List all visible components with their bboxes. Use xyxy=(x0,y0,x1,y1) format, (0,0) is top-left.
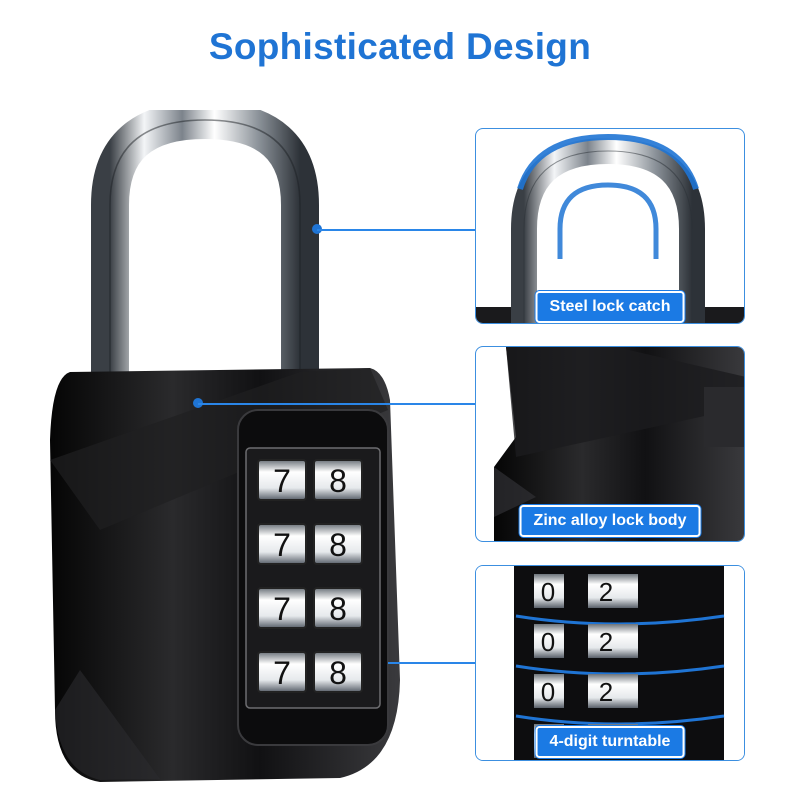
dial-wheel xyxy=(313,651,363,693)
dial-wheel xyxy=(313,459,363,501)
dial-wheel xyxy=(534,674,564,708)
callout-line-dial xyxy=(388,662,475,664)
lock-body-closeup-icon xyxy=(494,347,744,541)
dial-wheel xyxy=(588,674,638,708)
feature-label: Steel lock catch xyxy=(535,291,685,323)
dial-digit: 7 xyxy=(273,591,291,627)
dial-wheel xyxy=(257,587,307,629)
dial-wheel xyxy=(588,574,638,608)
dial-digit: 8 xyxy=(329,527,347,563)
wheel-highlight xyxy=(515,714,725,726)
dial-digit: 0 xyxy=(541,627,555,657)
feature-label: Zinc alloy lock body xyxy=(519,505,701,537)
feature-label: 4-digit turntable xyxy=(535,726,685,758)
dial-wheel xyxy=(257,523,307,565)
wheel-highlight xyxy=(515,664,725,676)
padlock-image: 7 8 7 8 7 8 7 8 xyxy=(50,110,400,782)
wheel-highlight xyxy=(515,614,725,626)
dial-wheel xyxy=(534,574,564,608)
dial-wheel xyxy=(257,459,307,501)
feature-panel-zinc-alloy-lock-body: Zinc alloy lock body xyxy=(475,346,745,542)
dial-wheel xyxy=(313,523,363,565)
dial-wheel xyxy=(313,587,363,629)
dial-digit: 0 xyxy=(541,577,555,607)
dial-digit: 2 xyxy=(599,577,613,607)
feature-panel-4-digit-turntable: 02020202 4-digit turntable xyxy=(475,565,745,761)
dial-digit: 8 xyxy=(329,591,347,627)
dial-digit: 0 xyxy=(541,677,555,707)
dial-digit: 7 xyxy=(273,655,291,691)
dial-digit: 8 xyxy=(329,463,347,499)
dial-digit: 2 xyxy=(599,677,613,707)
dial-wheel xyxy=(534,624,564,658)
dial-digit: 2 xyxy=(599,627,613,657)
page-title: Sophisticated Design xyxy=(208,26,592,67)
feature-panel-steel-lock-catch: Steel lock catch xyxy=(475,128,745,324)
callout-line-body xyxy=(198,403,475,405)
dial-digit: 7 xyxy=(273,527,291,563)
dial-digit: 8 xyxy=(329,655,347,691)
callout-line-shackle xyxy=(317,229,475,231)
dial-wheel xyxy=(257,651,307,693)
dial-wheel xyxy=(588,624,638,658)
dial-digit: 7 xyxy=(273,463,291,499)
